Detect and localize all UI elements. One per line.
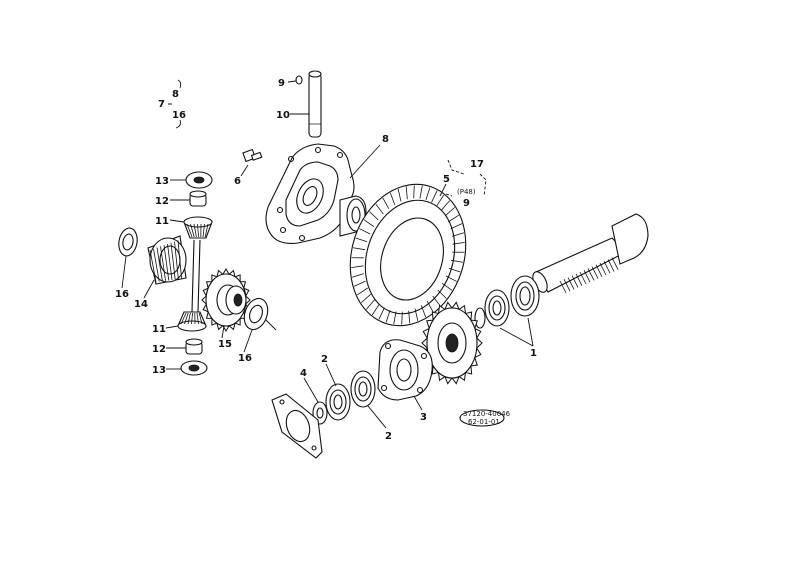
group-7-bracket: 7 8 16	[158, 79, 186, 129]
label-13-top: 13	[155, 176, 169, 187]
bushing-12-top	[189, 190, 207, 207]
bearing-2a	[350, 370, 376, 408]
differential-case-8	[265, 143, 367, 244]
washer-16-right	[243, 297, 269, 331]
label-3: 3	[420, 412, 427, 423]
bearing-2b	[325, 383, 351, 421]
label-12-bottom: 12	[152, 344, 166, 355]
label-8-top: 8	[172, 89, 179, 100]
label-17: 17	[470, 159, 484, 170]
label-12-top: 12	[155, 196, 169, 207]
snap-ring	[474, 307, 486, 329]
bearing-1b	[484, 289, 510, 327]
label-14: 14	[134, 299, 148, 310]
ref-code-2: 62-01-01	[468, 418, 500, 426]
label-10: 10	[276, 110, 290, 121]
pinion-gear-11-top	[183, 216, 213, 239]
label-5: 5	[443, 174, 450, 185]
label-4: 4	[300, 368, 307, 379]
bolt-6	[242, 148, 263, 163]
label-1: 1	[530, 348, 537, 359]
label-6: 6	[234, 176, 241, 187]
drive-pinion-shaft	[532, 213, 649, 294]
label-p48: (P48)	[457, 188, 476, 196]
thrust-washer-13-bottom	[180, 360, 208, 376]
label-16-right: 16	[238, 353, 252, 364]
label-11-bottom: 11	[152, 324, 166, 335]
drive-gear	[421, 301, 483, 385]
label-2-bottom: 2	[385, 431, 392, 442]
label-9: 9	[278, 78, 285, 89]
flange-3	[377, 339, 433, 401]
label-13-bottom: 13	[152, 365, 166, 376]
reference-code: 37120-40046 62-01-01	[459, 409, 511, 427]
washer-16-left	[118, 227, 138, 257]
label-2-top: 2	[321, 354, 328, 365]
bracket-lines	[168, 79, 182, 129]
part-9-ring	[295, 75, 303, 85]
side-gear-15	[201, 268, 251, 332]
bearing-1a	[510, 275, 540, 317]
label-16-left: 16	[115, 289, 129, 300]
pinion-gear-11-bottom	[177, 311, 207, 332]
shaft-body	[308, 72, 322, 138]
gasket-plate	[271, 393, 323, 459]
side-gear-14	[147, 235, 187, 285]
pinion-shaft-10	[308, 70, 322, 138]
label-8: 8	[382, 134, 389, 145]
bushing-12-bottom	[185, 338, 203, 355]
label-11-top: 11	[155, 216, 169, 227]
label-16-top: 16	[172, 110, 186, 121]
group-17-bracket: 17 (P48) 9	[445, 159, 487, 209]
label-15: 15	[218, 339, 232, 350]
ring-gear-5	[349, 183, 467, 327]
label-7: 7	[158, 99, 165, 110]
label-9-right: 9	[463, 198, 470, 209]
thrust-washer-13-top	[185, 171, 213, 189]
shaft-end	[308, 70, 322, 78]
ref-code: 37120-40046	[463, 410, 511, 418]
